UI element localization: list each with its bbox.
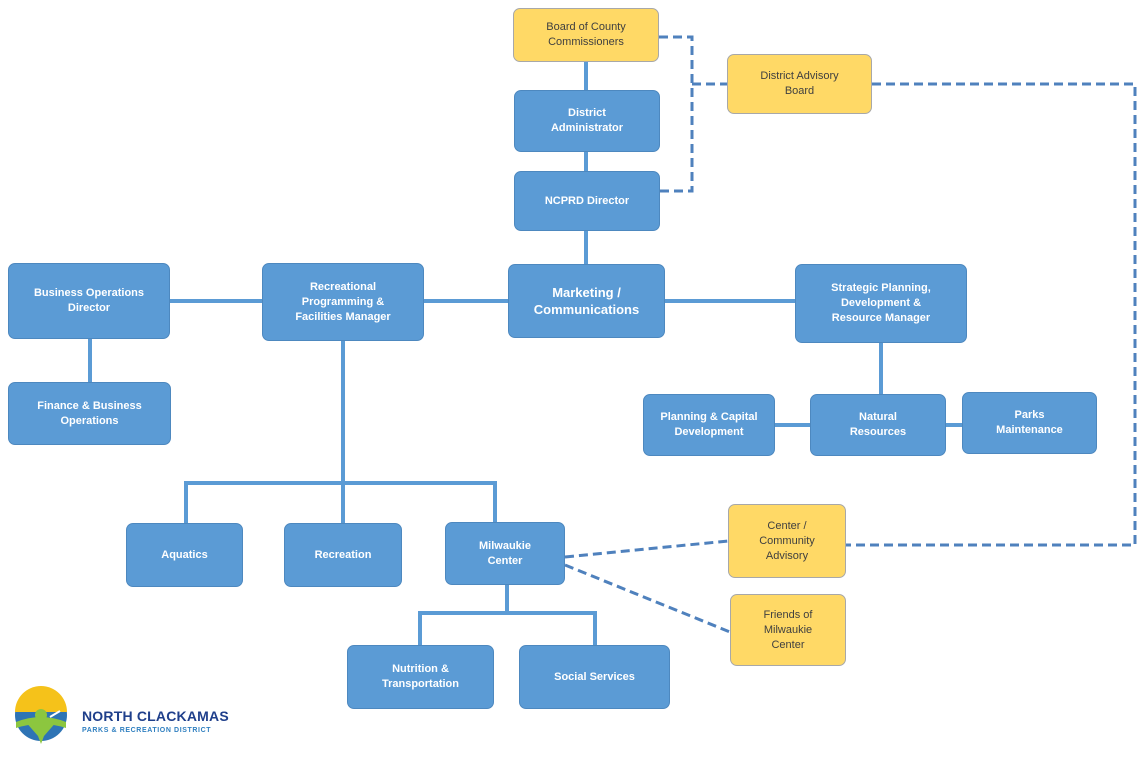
aquatics: Aquatics: [126, 523, 243, 587]
ncprd-director: NCPRD Director: [514, 171, 660, 231]
connector-milwaukie-friends: [564, 563, 731, 634]
finance-business-operations: Finance & Business Operations: [8, 382, 171, 445]
connector-advisory-right: [846, 82, 1137, 547]
recreational-programming-facilities-manager: Recreational Programming & Facilities Ma…: [262, 263, 424, 341]
sun-figure-icon: [15, 686, 67, 744]
logo-subtitle: PARKS & RECREATION DISTRICT: [82, 727, 212, 734]
logo-name: NORTH CLACKAMAS: [82, 708, 229, 724]
parks-maintenance: Parks Maintenance: [962, 392, 1097, 454]
strategic-planning-development-resource-manager: Strategic Planning, Development & Resour…: [795, 264, 967, 343]
milwaukie-center: Milwaukie Center: [445, 522, 565, 585]
advisory-bracket: [659, 35, 694, 193]
business-operations-director: Business Operations Director: [8, 263, 170, 339]
center-community-advisory: Center / Community Advisory: [728, 504, 846, 578]
connector-program-branch: [184, 481, 497, 523]
connector-milwaukie-center-advisory: [564, 539, 729, 559]
social-services: Social Services: [519, 645, 670, 709]
board-of-county-commissioners: Board of County Commissioners: [513, 8, 659, 62]
nutrition-transportation: Nutrition & Transportation: [347, 645, 494, 709]
district-administrator: District Administrator: [514, 90, 660, 152]
friends-of-milwaukie-center: Friends of Milwaukie Center: [730, 594, 846, 666]
natural-resources: Natural Resources: [810, 394, 946, 456]
marketing-communications: Marketing / Communications: [508, 264, 665, 338]
north-clackamas-logo: NORTH CLACKAMAS PARKS & RECREATION DISTR…: [10, 684, 270, 760]
district-advisory-board: District Advisory Board: [727, 54, 872, 114]
planning-capital-development: Planning & Capital Development: [643, 394, 775, 456]
dashed-connectors: [564, 35, 1137, 634]
connector-services-branch: [418, 611, 597, 645]
recreation: Recreation: [284, 523, 402, 587]
